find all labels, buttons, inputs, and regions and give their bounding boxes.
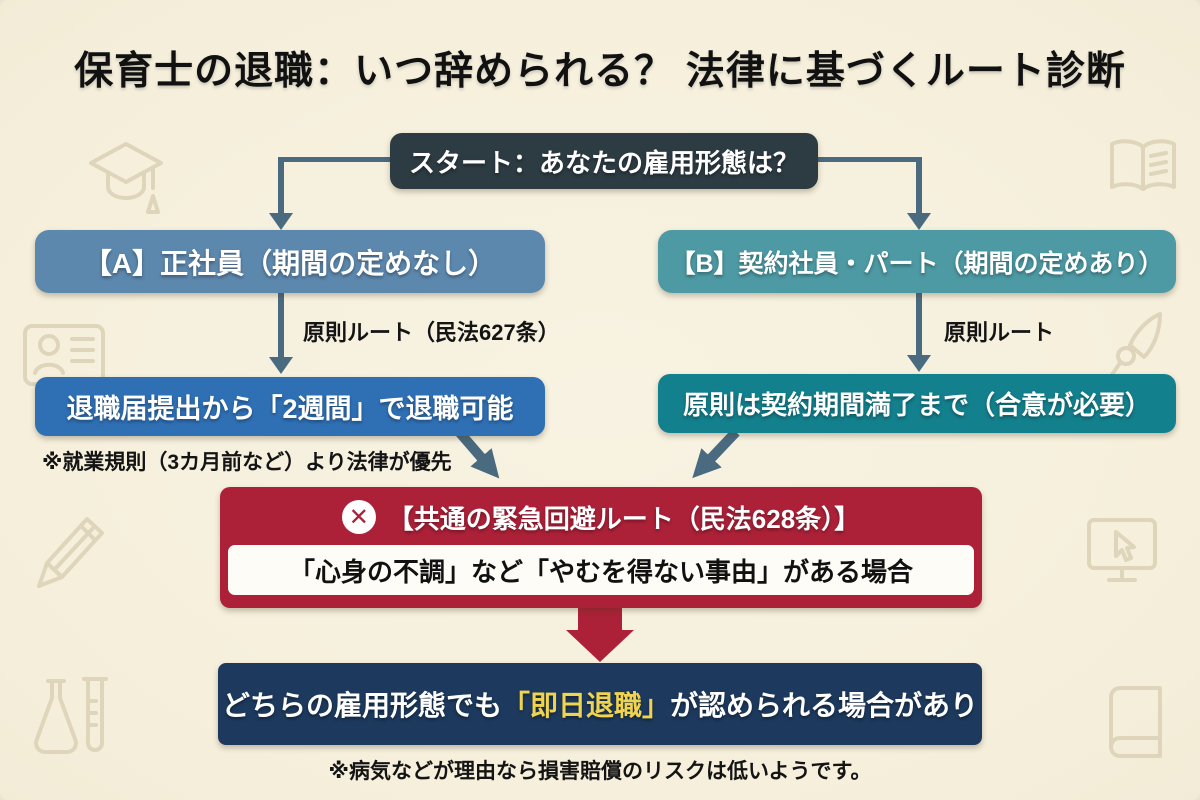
result-b-node: 原則は契約期間満了まで（合意が必要） [658, 374, 1176, 433]
result-a-label: 退職届提出から「2週間」で退職可能 [66, 394, 514, 424]
start-node: スタート：あなたの雇用形態は？ [390, 133, 818, 189]
arrowhead-to-result-a [269, 357, 293, 374]
connector-start-b [916, 157, 922, 215]
emergency-condition: 「心身の不調」など「やむを得ない事由」がある場合 [228, 545, 974, 595]
emergency-header-label: 【共通の緊急回避ルート（民法628条）】 [387, 503, 861, 534]
monitor-cursor-icon [1087, 518, 1157, 582]
conclusion-highlight: 「即日退職」 [501, 690, 670, 721]
conclusion-note: ※病気などが理由なら損害賠償のリスクは低いようです。 [328, 760, 872, 783]
emergency-header: ✕ 【共通の緊急回避ルート（民法628条）】 [220, 487, 982, 547]
flask-icon [34, 677, 108, 755]
result-b-label: 原則は契約期間満了まで（合意が必要） [682, 390, 1151, 420]
red-arrow-stem [578, 604, 622, 630]
branch-a-label: 【A】正社員（期間の定めなし） [83, 247, 497, 279]
connector-b-result [916, 293, 922, 357]
arrowhead-to-result-b [907, 355, 931, 372]
branch-b-label: 【B】契約社員・パート（期間の定めあり） [670, 249, 1164, 278]
connector-a-result [278, 293, 284, 359]
result-a-note: ※就業規則（3カ月前など）より法律が優先 [42, 451, 452, 474]
emergency-condition-label: 「心身の不調」など「やむを得ない事由」がある場合 [288, 556, 913, 587]
route-label-a: 原則ルート（民法627条） [303, 320, 560, 345]
route-label-b: 原則ルート [944, 320, 1055, 345]
emergency-route-node: ✕ 【共通の緊急回避ルート（民法628条）】 「心身の不調」など「やむを得ない事… [220, 487, 982, 608]
connector-start-a [278, 157, 284, 215]
result-a-node: 退職届提出から「2週間」で退職可能 [35, 377, 545, 436]
x-circle-icon: ✕ [341, 500, 376, 534]
conclusion-suffix: が認められる場合があり [670, 690, 979, 721]
conclusion-node: どちらの雇用形態でも「即日退職」が認められる場合があり [218, 663, 982, 745]
branch-b-node: 【B】契約社員・パート（期間の定めあり） [658, 230, 1176, 293]
conclusion-prefix: どちらの雇用形態でも [221, 690, 502, 721]
graduation-cap-icon [89, 142, 163, 214]
red-arrow-head [566, 630, 634, 662]
pencil-icon [37, 517, 104, 588]
page-title: 保育士の退職：いつ辞められる？ 法律に基づくルート診断 [74, 50, 1126, 93]
open-book-icon [1110, 139, 1176, 191]
closed-book-icon [1109, 686, 1162, 758]
start-node-label: スタート：あなたの雇用形態は？ [408, 147, 799, 178]
branch-a-node: 【A】正社員（期間の定めなし） [35, 230, 545, 293]
arrowhead-to-b [907, 213, 931, 230]
paintbrush-icon [1109, 312, 1162, 378]
arrowhead-to-a [269, 213, 293, 230]
